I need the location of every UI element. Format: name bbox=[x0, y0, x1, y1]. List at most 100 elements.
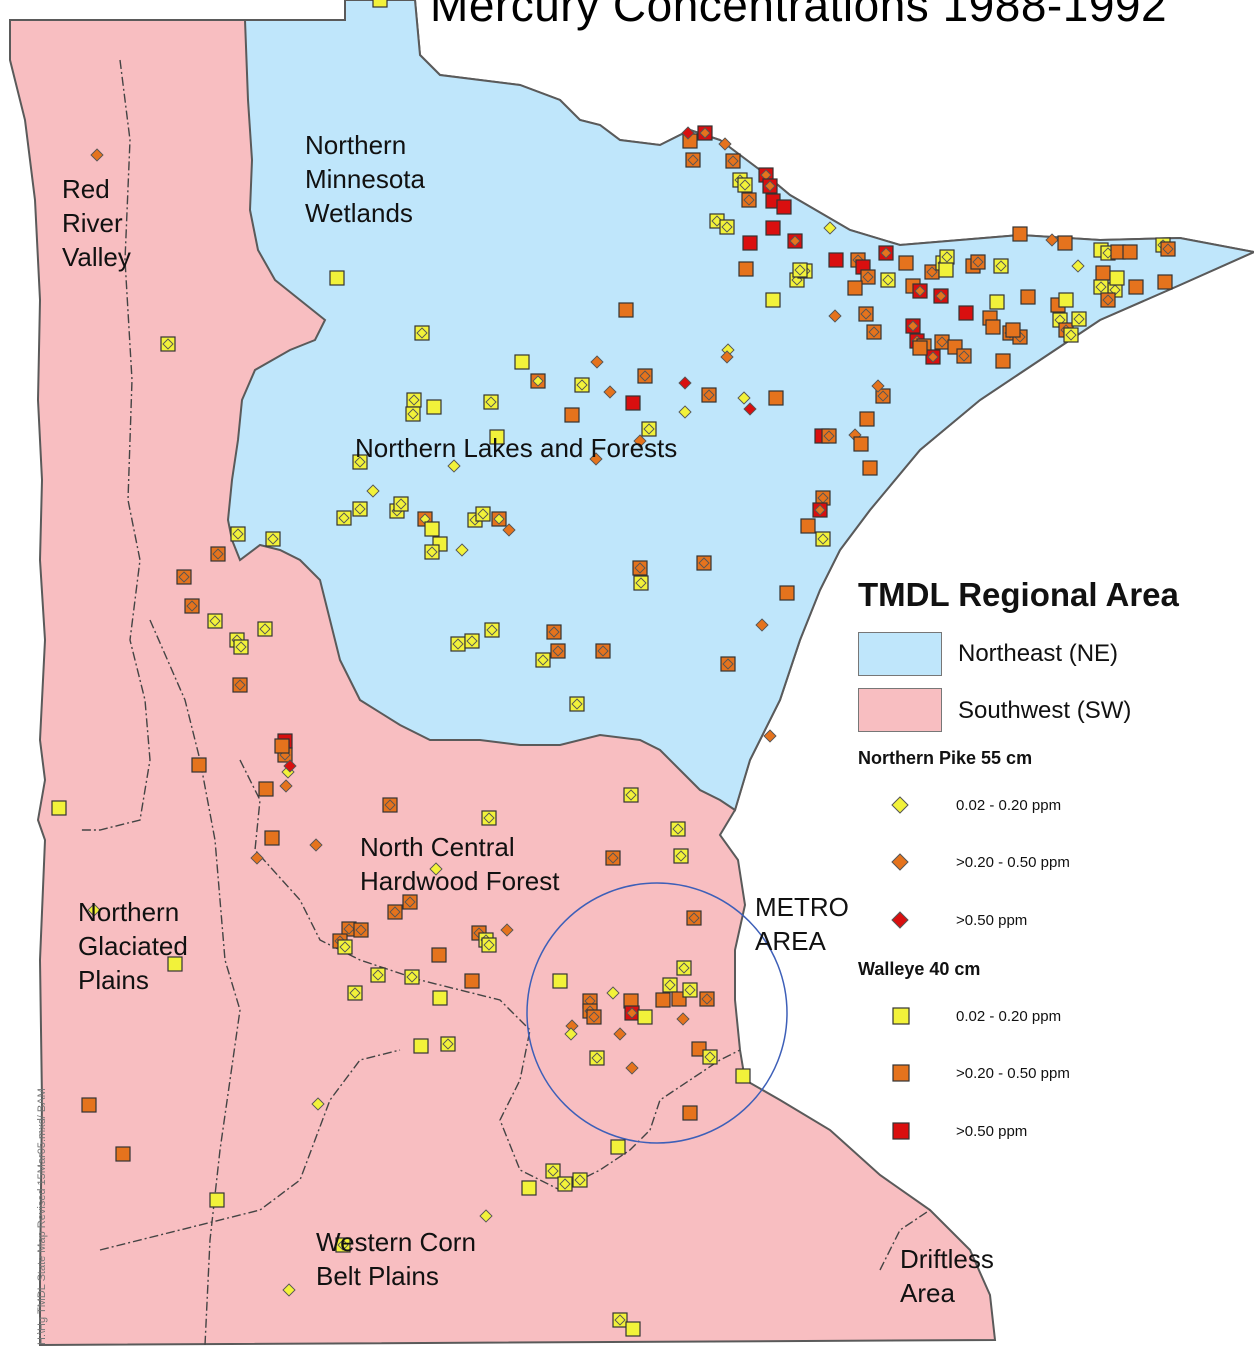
sample-site-marker bbox=[1100, 292, 1116, 308]
sample-site-marker bbox=[633, 575, 649, 591]
sample-site-marker bbox=[618, 302, 634, 318]
sample-site-marker bbox=[329, 270, 345, 286]
pike-diamond-marker bbox=[354, 503, 366, 515]
sample-site-marker bbox=[521, 1180, 537, 1196]
map-title: Mercury Concentrations 1988-1992 bbox=[430, 0, 1168, 31]
pike-diamond-marker bbox=[355, 924, 367, 936]
sample-site-marker bbox=[800, 518, 816, 534]
walleye-square-marker bbox=[985, 319, 1001, 335]
sample-site-marker bbox=[1020, 289, 1036, 305]
label-north-central-hardwood-forest: North Central Hardwood Forest bbox=[360, 832, 560, 896]
walleye-square-marker bbox=[995, 353, 1011, 369]
sample-site-marker bbox=[939, 249, 955, 265]
sample-site-marker bbox=[866, 324, 882, 340]
sample-site-marker bbox=[612, 1312, 628, 1328]
sample-site-marker bbox=[958, 305, 974, 321]
walleye-square-marker bbox=[432, 990, 448, 1006]
sample-site-marker bbox=[115, 1146, 131, 1162]
sample-site-marker bbox=[1160, 241, 1176, 257]
sample-site-marker bbox=[51, 800, 67, 816]
legend-label-southwest: Southwest (SW) bbox=[958, 697, 1132, 724]
walleye-square-marker bbox=[264, 830, 280, 846]
sample-site-marker bbox=[479, 1209, 493, 1223]
walleye-square-marker bbox=[489, 429, 505, 445]
pike-diamond-marker bbox=[789, 235, 801, 247]
sample-site-marker bbox=[90, 148, 104, 162]
sample-site-marker bbox=[853, 436, 869, 452]
pike-diamond-marker bbox=[408, 394, 420, 406]
pike-diamond-marker bbox=[574, 1174, 586, 1186]
sample-site-marker bbox=[637, 1009, 653, 1025]
sample-site-marker bbox=[633, 434, 647, 448]
walleye-square-marker bbox=[828, 252, 844, 268]
sample-site-marker bbox=[812, 502, 828, 518]
pike-diamond-marker bbox=[407, 408, 419, 420]
sample-site-marker bbox=[586, 1009, 602, 1025]
pike-diamond-marker bbox=[664, 979, 676, 991]
sample-site-marker bbox=[406, 392, 422, 408]
walleye-square-marker bbox=[735, 1068, 751, 1084]
pike-diamond-marker bbox=[1073, 313, 1085, 325]
sample-site-marker bbox=[859, 411, 875, 427]
walleye-square-marker bbox=[682, 1105, 698, 1121]
pike-diamond-marker bbox=[860, 308, 872, 320]
sample-site-marker bbox=[697, 125, 713, 141]
label-northern-glaciated-plains: Northern Glaciated Plains bbox=[78, 897, 188, 995]
sample-site-marker bbox=[995, 353, 1011, 369]
pike-diamond-marker bbox=[479, 1209, 493, 1223]
legend-square-icon-orange bbox=[892, 1064, 910, 1082]
pike-diamond-marker bbox=[817, 533, 829, 545]
pike-diamond-marker bbox=[1045, 233, 1059, 247]
pike-diamond-marker bbox=[532, 375, 544, 387]
pike-diamond-marker bbox=[354, 456, 366, 468]
sample-site-marker bbox=[450, 636, 466, 652]
boundary-north-central-west bbox=[239, 759, 741, 1191]
walleye-square-marker bbox=[610, 1139, 626, 1155]
pike-diamond-marker bbox=[755, 618, 769, 632]
pike-diamond-marker bbox=[500, 923, 514, 937]
pike-diamond-marker bbox=[452, 638, 464, 650]
sample-site-marker bbox=[763, 729, 777, 743]
walleye-square-marker bbox=[655, 992, 671, 1008]
pike-diamond-marker bbox=[678, 962, 690, 974]
pike-diamond-marker bbox=[603, 385, 617, 399]
sample-site-marker bbox=[1071, 311, 1087, 327]
pike-diamond-marker bbox=[178, 571, 190, 583]
sample-site-marker bbox=[250, 851, 264, 865]
sample-site-marker bbox=[678, 376, 692, 390]
sample-site-marker bbox=[535, 652, 551, 668]
sample-site-marker bbox=[424, 521, 440, 537]
walleye-square-marker bbox=[618, 302, 634, 318]
walleye-square-marker bbox=[898, 255, 914, 271]
pike-diamond-marker bbox=[1102, 294, 1114, 306]
pike-diamond-marker bbox=[737, 391, 751, 405]
sample-site-marker bbox=[282, 1283, 296, 1297]
sample-site-marker bbox=[258, 781, 274, 797]
pike-diamond-marker bbox=[162, 338, 174, 350]
sample-site-marker bbox=[735, 1068, 751, 1084]
pike-diamond-marker bbox=[311, 1097, 325, 1111]
pike-diamond-marker bbox=[688, 912, 700, 924]
sample-site-marker bbox=[613, 1027, 627, 1041]
sample-site-marker bbox=[637, 368, 653, 384]
pike-diamond-marker bbox=[794, 264, 806, 276]
pike-diamond-marker bbox=[684, 984, 696, 996]
sample-site-marker bbox=[699, 991, 715, 1007]
sample-site-marker bbox=[625, 395, 641, 411]
pike-diamond-marker bbox=[416, 327, 428, 339]
sample-site-marker bbox=[545, 1163, 561, 1179]
pike-diamond-marker bbox=[406, 971, 418, 983]
walleye-square-marker bbox=[768, 390, 784, 406]
sample-site-marker bbox=[662, 977, 678, 993]
sample-site-marker bbox=[530, 373, 546, 389]
walleye-square-marker bbox=[1057, 235, 1073, 251]
sample-site-marker bbox=[352, 501, 368, 517]
sample-site-marker bbox=[81, 1097, 97, 1113]
sample-site-marker bbox=[207, 613, 223, 629]
sample-site-marker bbox=[725, 153, 741, 169]
pike-diamond-marker bbox=[232, 528, 244, 540]
pike-diamond-marker bbox=[882, 274, 894, 286]
sample-site-marker bbox=[792, 262, 808, 278]
